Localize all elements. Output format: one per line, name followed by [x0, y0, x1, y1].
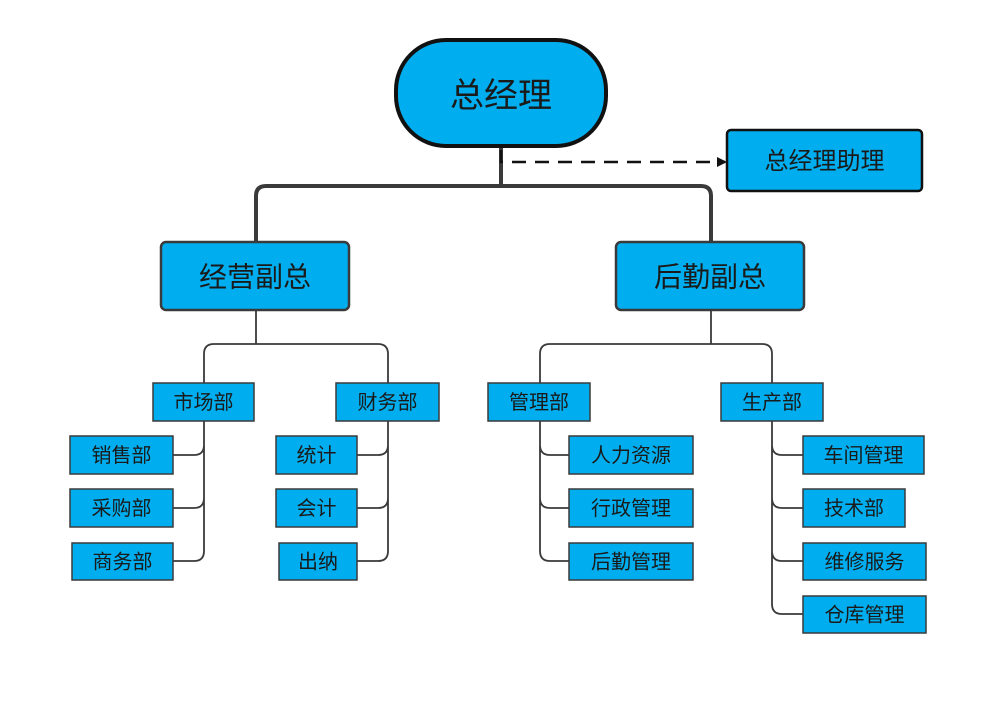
unit-label: 商务部: [93, 550, 153, 574]
unit-node-workshop: 车间管理: [802, 435, 925, 475]
unit-node-purchasing: 采购部: [69, 488, 174, 528]
unit-node-commerce: 商务部: [71, 542, 174, 581]
department-node-production: 生产部: [720, 382, 824, 422]
unit-label: 统计: [297, 443, 337, 467]
unit-node-maintenance: 维修服务: [802, 542, 927, 581]
unit-label: 技术部: [824, 496, 884, 520]
department-label: 市场部: [174, 390, 234, 414]
department-label: 财务部: [358, 390, 418, 414]
assistant-label: 总经理助理: [765, 147, 885, 175]
root-label: 总经理: [450, 76, 552, 116]
unit-label: 后勤管理: [591, 550, 671, 574]
edge-management-children: [539, 421, 570, 562]
unit-node-technology: 技术部: [802, 488, 906, 528]
connectors: [173, 146, 804, 615]
unit-node-sales: 销售部: [69, 435, 174, 475]
unit-label: 仓库管理: [825, 603, 905, 627]
unit-node-logistics-management: 后勤管理: [568, 542, 694, 581]
unit-node-human-resources: 人力资源: [568, 435, 694, 475]
edge-finance-children: [357, 421, 389, 562]
department-node-market: 市场部: [152, 382, 255, 422]
vp-business-label: 经营副总: [199, 261, 311, 294]
unit-node-warehouse: 仓库管理: [802, 595, 927, 634]
edge-vp-business-to-departments: [203, 311, 389, 383]
unit-label: 采购部: [92, 496, 152, 520]
vp-business-node: 经营副总: [159, 240, 351, 312]
vp-logistics-label: 后勤副总: [654, 261, 766, 294]
unit-node-cashier: 出纳: [278, 542, 358, 581]
unit-node-accounting: 会计: [275, 488, 358, 528]
unit-label: 维修服务: [825, 550, 905, 574]
department-label: 生产部: [742, 390, 802, 414]
edge-root-to-assistant: [499, 150, 727, 167]
unit-node-administration: 行政管理: [568, 488, 694, 528]
edge-market-children: [173, 421, 205, 562]
edge-root-to-vps: [254, 146, 713, 241]
department-label: 管理部: [509, 390, 569, 414]
unit-label: 会计: [297, 496, 337, 520]
edge-production-children: [771, 421, 804, 615]
unit-label: 车间管理: [824, 443, 904, 467]
department-node-finance: 财务部: [335, 382, 440, 422]
assistant-node: 总经理助理: [725, 128, 924, 193]
unit-label: 人力资源: [591, 443, 671, 467]
unit-label: 行政管理: [591, 496, 671, 520]
unit-label: 出纳: [298, 550, 338, 574]
root-node: 总经理: [394, 38, 608, 148]
edge-vp-logistics-to-departments: [539, 311, 773, 383]
unit-node-statistics: 统计: [275, 435, 358, 475]
department-node-management: 管理部: [487, 382, 591, 422]
unit-label: 销售部: [92, 443, 152, 467]
vp-logistics-node: 后勤副总: [614, 240, 806, 312]
